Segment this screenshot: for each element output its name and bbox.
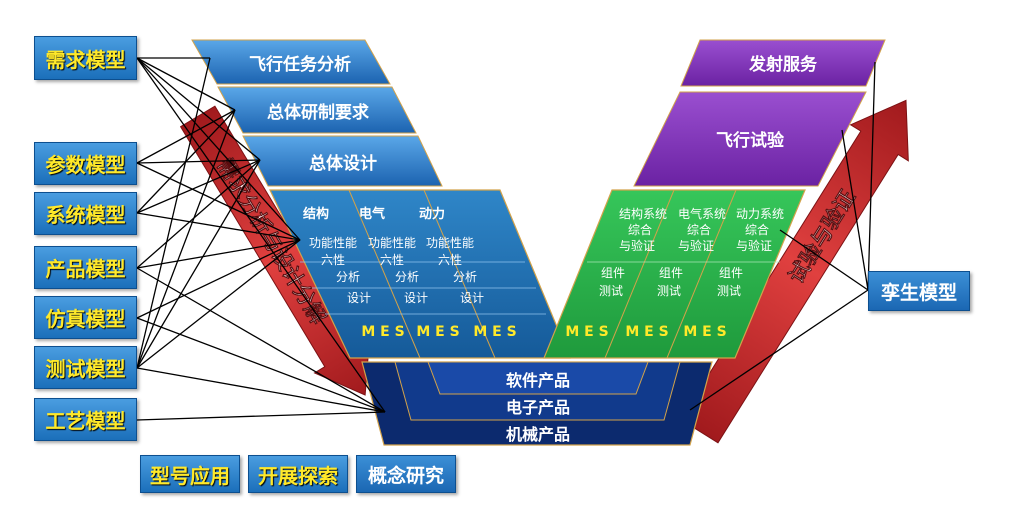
stage-launch-service: 发射服务 [680,39,886,87]
phase-model-application: 型号应用 [140,455,240,493]
phase-concept-research: 概念研究 [356,455,456,493]
subsystem-column-electrical: 电气 功能性能 六性 分析 设计 M E S [359,206,460,340]
product-mechanical: 机械产品 [506,425,570,444]
model-parameters: 参数模型 [34,142,137,185]
svg-text:分析: 分析 [336,270,360,284]
svg-text:飞行试验: 飞行试验 [716,130,785,151]
stage-flight-test: 飞行试验 [633,91,867,187]
svg-text:总体设计: 总体设计 [309,153,377,174]
svg-text:功能性能: 功能性能 [368,236,416,250]
model-product: 产品模型 [34,246,137,289]
svg-text:组件: 组件 [719,266,743,280]
svg-text:电气: 电气 [359,206,385,222]
svg-text:总体研制要求: 总体研制要求 [267,102,369,123]
svg-text:六性: 六性 [380,253,404,267]
stage-overall-design: 总体设计 [242,135,443,187]
svg-text:M E S: M E S [416,324,459,340]
twin-model: 孪生模型 [868,271,970,311]
subsystem-column-power: 动力 功能性能 六性 分析 设计 M E S [419,206,517,340]
svg-text:结构系统: 结构系统 [619,206,667,221]
svg-text:M E S: M E S [361,324,404,340]
svg-text:设计: 设计 [404,291,428,305]
svg-text:功能性能: 功能性能 [426,236,474,250]
system-verification-block [543,189,806,359]
svg-text:结构: 结构 [303,206,329,222]
svg-text:M E S: M E S [473,324,516,340]
product-layers: 软件产品 电子产品 机械产品 [361,361,713,446]
svg-text:与验证: 与验证 [678,238,714,253]
model-test: 测试模型 [34,346,137,389]
stage-flight-mission-analysis: 飞行任务分析 [191,39,391,85]
verification-column-power: 动力系统 综合 与验证 组件 测试 M E S [683,207,784,340]
verification-column-structure: 结构系统 综合 与验证 组件 测试 M E S [565,206,667,340]
product-electronic: 电子产品 [506,398,570,417]
model-requirements: 需求模型 [34,36,137,80]
svg-text:飞行任务分析: 飞行任务分析 [249,54,351,75]
svg-text:组件: 组件 [601,266,625,280]
svg-text:M E S: M E S [625,324,668,340]
model-process: 工艺模型 [34,398,137,441]
svg-text:M E S: M E S [683,324,726,340]
svg-text:测试: 测试 [717,283,741,298]
svg-text:六性: 六性 [438,253,462,267]
product-software: 软件产品 [506,371,570,390]
svg-text:测试: 测试 [657,283,681,298]
svg-text:六性: 六性 [321,253,345,267]
stage-overall-requirements: 总体研制要求 [217,86,417,134]
verification-column-electrical: 电气系统 综合 与验证 组件 测试 M E S [625,206,726,340]
svg-text:动力系统: 动力系统 [736,207,784,221]
svg-text:与验证: 与验证 [736,238,772,253]
svg-text:综合: 综合 [745,222,769,237]
model-simulation: 仿真模型 [34,296,137,339]
svg-text:测试: 测试 [599,283,623,298]
svg-text:动力: 动力 [419,206,445,222]
twin-model-connectors [689,61,876,411]
svg-text:功能性能: 功能性能 [309,236,357,250]
svg-text:设计: 设计 [460,291,484,305]
subsystem-column-structure: 结构 功能性能 六性 分析 设计 M E S [303,206,405,340]
phase-exploration: 开展探索 [248,455,348,493]
svg-text:组件: 组件 [659,266,683,280]
svg-text:综合: 综合 [687,222,711,237]
svg-text:电气系统: 电气系统 [678,206,726,221]
left-model-connectors [136,57,386,421]
svg-text:综合: 综合 [628,222,652,237]
svg-text:与验证: 与验证 [619,238,655,253]
svg-text:分析: 分析 [453,270,477,284]
model-system: 系统模型 [34,192,137,235]
svg-text:M E S: M E S [565,324,608,340]
svg-text:设计: 设计 [347,291,371,305]
svg-text:发射服务: 发射服务 [748,54,818,75]
svg-text:分析: 分析 [395,270,419,284]
